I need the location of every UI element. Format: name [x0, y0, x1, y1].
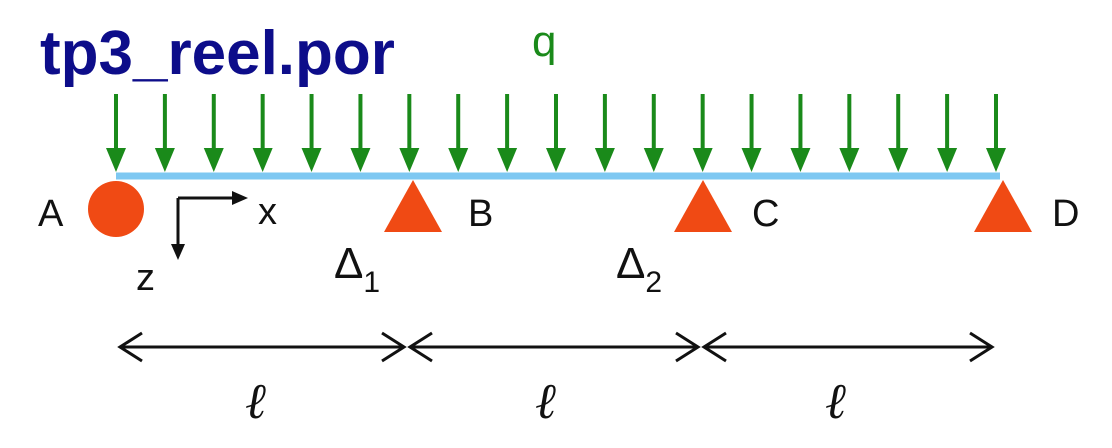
load-arrow-head: [692, 148, 713, 172]
load-arrow-head: [888, 148, 909, 172]
load-arrow-head: [448, 148, 469, 172]
load-arrow-head: [106, 148, 126, 172]
load-arrow-head: [399, 148, 420, 172]
load-arrow-head: [741, 148, 762, 172]
span-label-ab: ℓ: [246, 371, 267, 430]
load-arrow-head: [937, 148, 958, 172]
load-arrow-head: [839, 148, 860, 172]
load-arrow-head: [203, 148, 224, 172]
load-arrow-head: [154, 148, 175, 172]
load-arrow-head: [594, 148, 615, 172]
support-b-roller: [384, 180, 442, 232]
settlement-delta-2: Δ2: [616, 239, 662, 299]
load-arrow-head: [546, 148, 566, 172]
support-label-d: D: [1052, 193, 1079, 235]
load-arrow-head: [643, 148, 664, 172]
distributed-load: [106, 94, 1006, 172]
load-arrow-head: [350, 148, 371, 172]
coordinate-axes: [171, 191, 248, 260]
span-label-bc: ℓ: [536, 371, 557, 430]
load-label: q: [532, 17, 556, 66]
support-label-a: A: [38, 193, 64, 235]
span-dimensions: [117, 331, 995, 363]
diagram-title: tp3_reel.por: [40, 19, 395, 88]
load-arrow-head: [301, 148, 322, 172]
load-arrow-head: [790, 148, 811, 172]
support-a-pin: [88, 181, 144, 237]
support-d-roller: [974, 180, 1032, 232]
settlement-delta-1: Δ1: [334, 239, 380, 299]
load-arrow-head: [986, 148, 1006, 172]
load-arrow-head: [497, 148, 518, 172]
support-label-b: B: [468, 193, 493, 235]
load-arrow-head: [252, 148, 273, 172]
axis-x-label: x: [258, 191, 277, 233]
support-label-c: C: [752, 193, 779, 235]
span-label-cd: ℓ: [826, 371, 847, 430]
axis-z-label: z: [136, 257, 155, 299]
support-c-roller: [674, 180, 732, 232]
